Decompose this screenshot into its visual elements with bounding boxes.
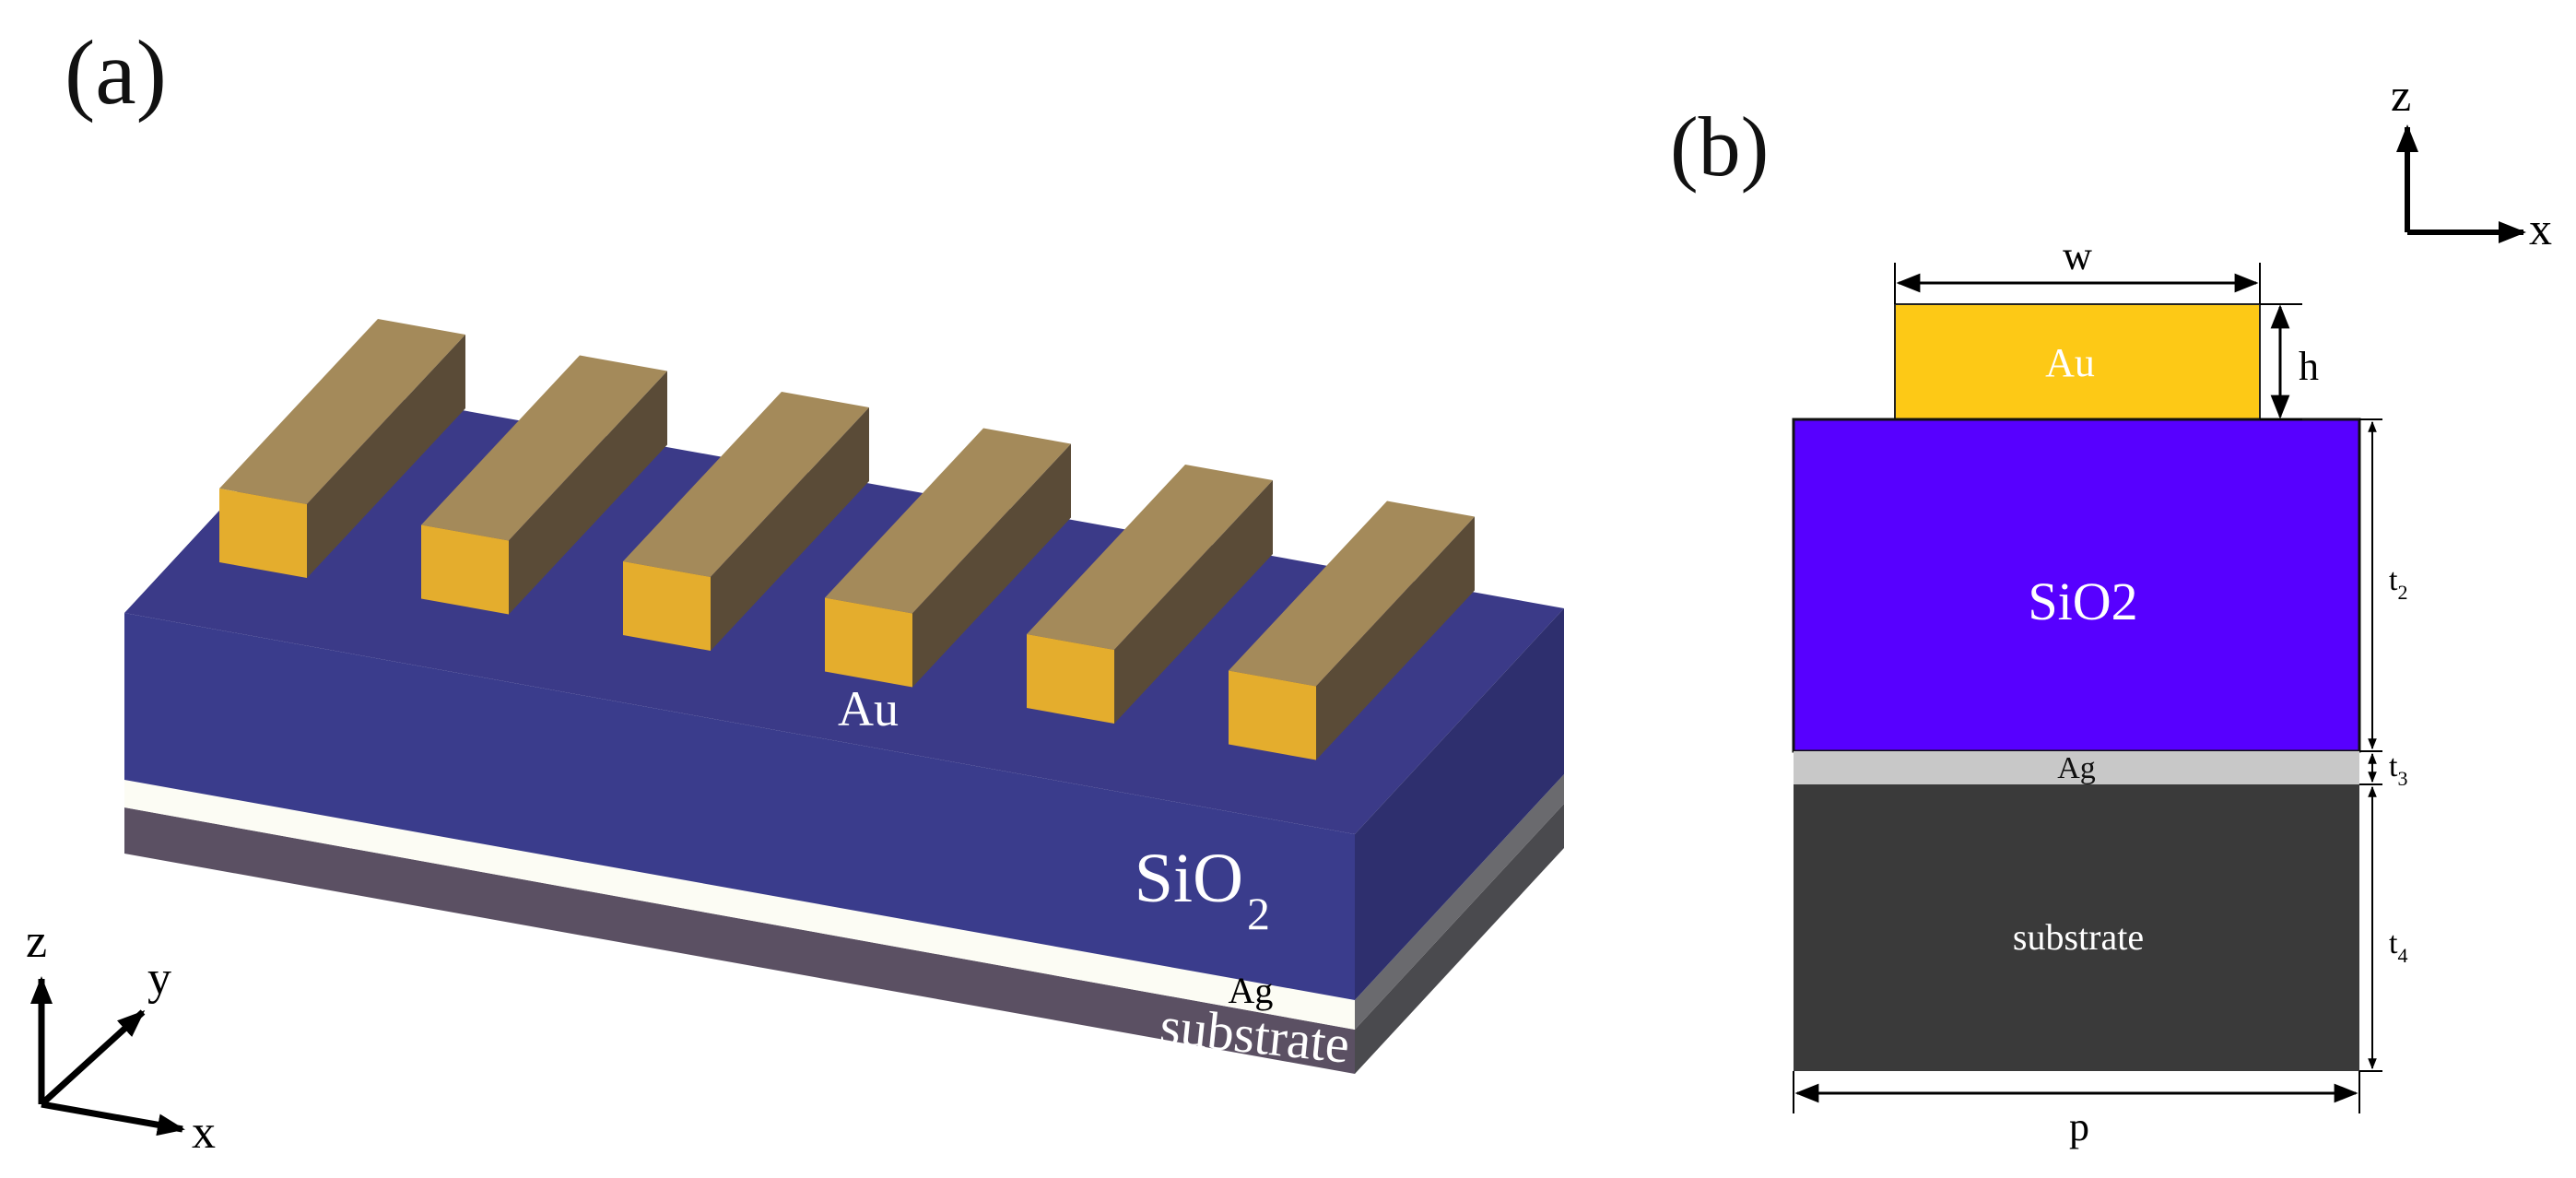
au-bar-top-face xyxy=(219,319,465,504)
t2-label: t2 xyxy=(2389,563,2407,604)
x-axis-label-a: x xyxy=(192,1106,216,1159)
panel-a-3d-view: (a) Au SiO2 Ag substrate z y x xyxy=(26,21,1564,1159)
au-bars-group xyxy=(219,319,1475,760)
t4-label: t4 xyxy=(2389,926,2407,967)
au-bar-top-face xyxy=(825,428,1071,614)
y-axis-label-a: y xyxy=(147,952,171,1005)
au-bar-front-face xyxy=(1027,634,1114,724)
au-label-3d: Au xyxy=(838,681,899,736)
dimension-w: w xyxy=(1894,233,2261,304)
sio2-label-3d: SiO2 xyxy=(1135,840,1270,939)
dimension-t-group: t2 t3 t4 xyxy=(2359,418,2407,1072)
panel-a-label: (a) xyxy=(65,21,167,124)
sio2-layer xyxy=(1792,418,2361,753)
au-bar-top-face xyxy=(1027,465,1273,650)
au-bar-front-face xyxy=(825,597,912,688)
sio2-label-2d: SiO2 xyxy=(2028,571,2137,631)
au-label-2d: Au xyxy=(2045,340,2095,385)
substrate-side-face xyxy=(1355,804,1564,1074)
y-axis-arrow-a xyxy=(39,1009,146,1107)
au-bar-top-face xyxy=(1229,501,1475,687)
substrate-label-2d: substrate xyxy=(2013,916,2144,958)
ag-front-face xyxy=(124,780,1355,1030)
z-axis-label-a: z xyxy=(26,915,47,968)
axes-3d: z y x xyxy=(26,915,216,1159)
au-bar-front-face xyxy=(623,561,711,651)
ag-side-face xyxy=(1355,774,1564,1030)
h-label: h xyxy=(2299,344,2319,389)
au-bar-front-face xyxy=(1229,670,1316,760)
t3-label: t3 xyxy=(2389,749,2407,790)
ag-label-2d: Ag xyxy=(2057,751,2096,785)
substrate-layer xyxy=(1794,784,2359,1071)
au-bar-top-face xyxy=(623,392,869,577)
au-bar-side-face xyxy=(1114,480,1273,724)
au-bar-front-face xyxy=(421,524,509,615)
w-label: w xyxy=(2063,233,2092,278)
ag-label-3d: Ag xyxy=(1229,970,1274,1011)
au-bar-front-face xyxy=(219,489,307,578)
dimension-p: p xyxy=(1793,1071,2360,1149)
panel-b-cross-section: (b) z x Au SiO2 Ag substrate w xyxy=(1670,69,2552,1149)
panel-b-label: (b) xyxy=(1670,100,1769,194)
dimension-h: h xyxy=(2260,303,2319,420)
au-bar-side-face xyxy=(509,371,667,615)
au-bar-side-face xyxy=(912,443,1071,688)
z-axis-label-b: z xyxy=(2391,69,2411,121)
x-axis-arrow-a xyxy=(41,1101,185,1137)
au-bar-side-face xyxy=(711,407,869,651)
x-axis-label-b: x xyxy=(2529,203,2552,254)
sio2-side-face xyxy=(1355,608,1564,1000)
sio2-front-face xyxy=(124,613,1355,1000)
p-label: p xyxy=(2069,1104,2089,1149)
au-bar-side-face xyxy=(1316,516,1475,760)
ag-layer xyxy=(1794,751,2359,784)
au-bar-side-face xyxy=(307,335,465,578)
au-bar-top-face xyxy=(421,355,667,541)
au-block xyxy=(1894,303,2261,420)
axes-2d: z x xyxy=(2391,69,2552,254)
substrate-front-face xyxy=(124,807,1355,1074)
